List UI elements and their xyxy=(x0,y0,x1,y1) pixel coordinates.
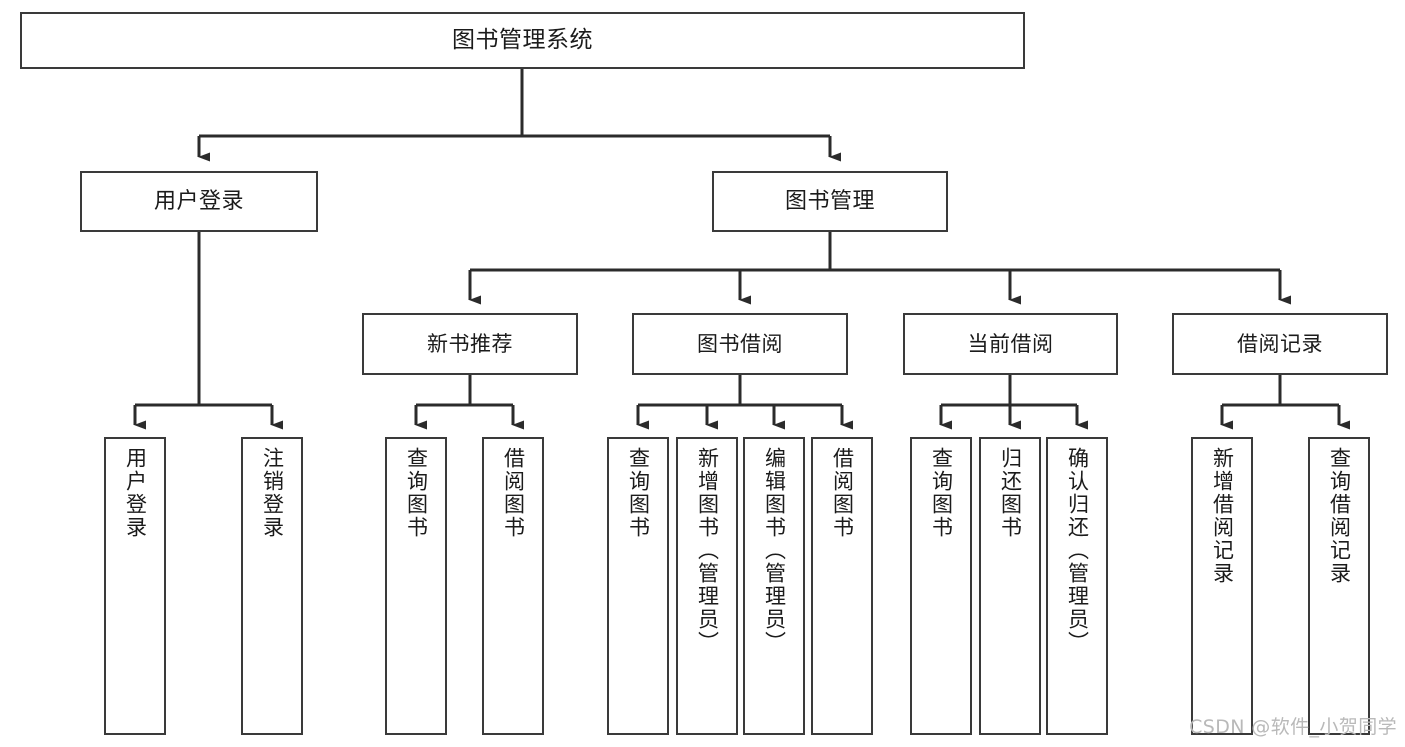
node-label: 查询图书 xyxy=(626,447,651,539)
node-new-book-recommend[interactable]: 新书推荐 xyxy=(362,313,578,375)
leaf-recommend-query-book[interactable]: 查询图书 xyxy=(385,437,447,735)
node-label: 借阅图书 xyxy=(830,447,855,539)
node-label: 当前借阅 xyxy=(967,331,1054,356)
node-book-management[interactable]: 图书管理 xyxy=(712,171,948,232)
node-label: 借阅记录 xyxy=(1237,331,1323,356)
leaf-borrow-add-book-admin[interactable]: 新增图书（管理员） xyxy=(676,437,738,735)
node-current-borrow[interactable]: 当前借阅 xyxy=(903,313,1118,375)
leaf-record-add-record[interactable]: 新增借阅记录 xyxy=(1191,437,1253,735)
node-label: 新增借阅记录 xyxy=(1210,447,1235,585)
node-label: 借阅图书 xyxy=(501,447,526,539)
node-label: 查询借阅记录 xyxy=(1327,447,1352,585)
node-label: 图书管理系统 xyxy=(452,26,593,53)
node-book-borrow[interactable]: 图书借阅 xyxy=(632,313,848,375)
leaf-borrow-borrow-book[interactable]: 借阅图书 xyxy=(811,437,873,735)
node-label: 确认归还（管理员） xyxy=(1065,447,1090,654)
leaf-borrow-query-book[interactable]: 查询图书 xyxy=(607,437,669,735)
leaf-user-login-logout[interactable]: 注销登录 xyxy=(241,437,303,735)
node-label: 新增图书（管理员） xyxy=(695,447,720,654)
leaf-recommend-borrow-book[interactable]: 借阅图书 xyxy=(482,437,544,735)
node-label: 注销登录 xyxy=(260,447,285,539)
leaf-user-login-login[interactable]: 用户登录 xyxy=(104,437,166,735)
leaf-current-query-book[interactable]: 查询图书 xyxy=(910,437,972,735)
node-label: 用户登录 xyxy=(153,188,244,214)
node-user-login[interactable]: 用户登录 xyxy=(80,171,318,232)
node-label: 图书借阅 xyxy=(697,331,783,356)
node-label: 归还图书 xyxy=(998,447,1023,539)
leaf-borrow-edit-book-admin[interactable]: 编辑图书（管理员） xyxy=(743,437,805,735)
node-label: 图书管理 xyxy=(784,188,875,214)
node-label: 编辑图书（管理员） xyxy=(762,447,787,654)
node-label: 查询图书 xyxy=(404,447,429,539)
node-label: 查询图书 xyxy=(929,447,954,539)
node-label: 用户登录 xyxy=(123,447,148,539)
leaf-record-query-record[interactable]: 查询借阅记录 xyxy=(1308,437,1370,735)
watermark: CSDN @软件_小贺同学 xyxy=(1189,716,1397,738)
leaf-current-return-book[interactable]: 归还图书 xyxy=(979,437,1041,735)
node-root-system[interactable]: 图书管理系统 xyxy=(20,12,1025,69)
leaf-current-confirm-return-admin[interactable]: 确认归还（管理员） xyxy=(1046,437,1108,735)
node-borrow-record[interactable]: 借阅记录 xyxy=(1172,313,1388,375)
node-label: 新书推荐 xyxy=(427,331,513,356)
